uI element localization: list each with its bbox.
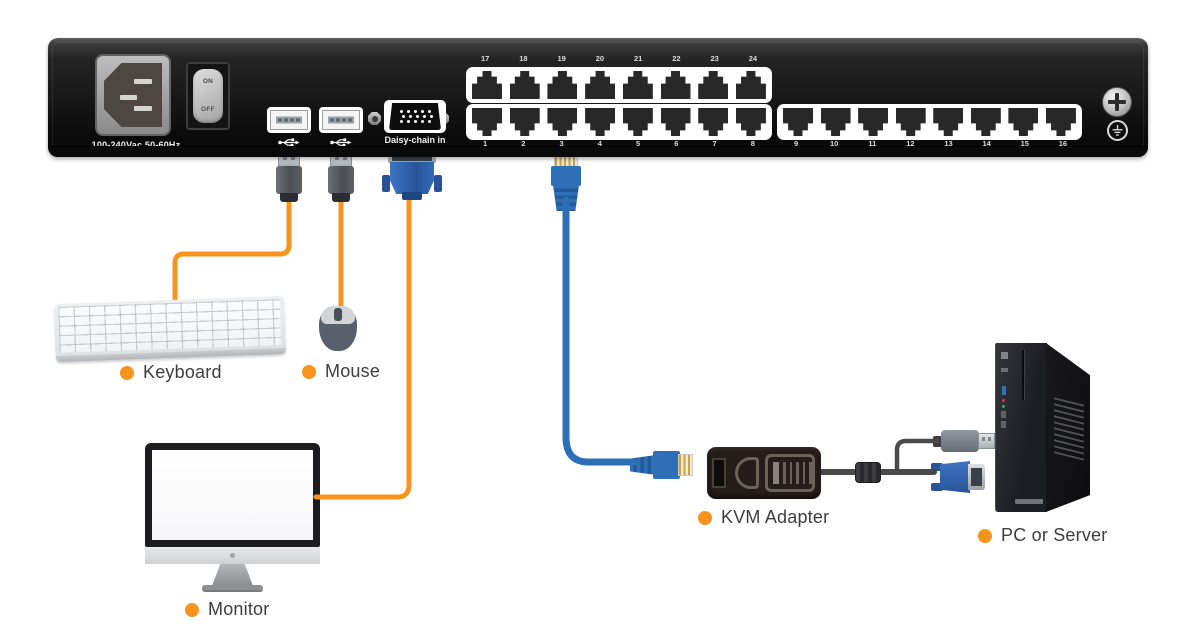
port-number: 9 [793, 139, 799, 148]
ferrite-bead [855, 462, 881, 483]
port-numbers-9-16: 9 10 11 12 13 14 15 16 [777, 139, 1082, 148]
port-number: 17 [480, 54, 490, 63]
port-number: 4 [597, 139, 602, 148]
kvm-switch-rear-panel: 100-240Vac 50-60Hz ON OFF [48, 38, 1148, 157]
rj45-port [858, 108, 889, 136]
port-number: 14 [982, 139, 991, 148]
port-number: 24 [748, 54, 758, 63]
pc-side-panel [1046, 343, 1090, 512]
port-number: 10 [830, 139, 839, 148]
usb-icon [267, 136, 311, 149]
rj45-port [547, 71, 578, 99]
rj45-port [698, 108, 729, 136]
monitor-cable [313, 190, 412, 500]
port-number: 16 [1058, 139, 1068, 148]
power-rocker: ON OFF [193, 69, 223, 123]
port-number: 12 [906, 139, 915, 148]
monitor-label: Monitor [185, 599, 269, 620]
port-number: 8 [750, 139, 755, 148]
rj45-port [472, 108, 502, 136]
port-number: 11 [868, 139, 877, 148]
cat5-cable [562, 196, 638, 466]
kvm-adapter-label: KVM Adapter [698, 507, 829, 528]
bullet-dot-icon [302, 364, 316, 379]
rj45-port [735, 71, 766, 99]
keyboard-label: Keyboard [120, 362, 222, 383]
rj45-port [895, 108, 926, 136]
port-number: 21 [633, 54, 643, 63]
port-number: 18 [519, 54, 528, 63]
rj45-port [585, 71, 616, 99]
phillips-screw-icon [1102, 87, 1132, 117]
power-inlet [95, 54, 171, 136]
daisy-chain-label: Daisy-chain in [384, 135, 446, 145]
switch-off-label: OFF [201, 106, 215, 113]
optical-drive-slot [1022, 350, 1025, 400]
port-numbers-1-8: 1 2 3 4 5 6 7 8 [466, 139, 772, 148]
port-number: 6 [674, 139, 679, 148]
rj45-port [622, 108, 653, 136]
rj45-port [660, 108, 691, 136]
bullet-dot-icon [185, 602, 199, 617]
port-number: 13 [944, 139, 953, 148]
port-number: 5 [636, 139, 641, 148]
rj45-port [585, 108, 616, 136]
bullet-dot-icon [120, 365, 134, 380]
vga-connector-face [389, 103, 441, 130]
keyboard-cable [172, 193, 292, 309]
adapter-usb-cable [894, 438, 941, 475]
switch-on-label: ON [202, 78, 214, 85]
usb-port-2 [319, 107, 363, 133]
power-inlet-socket [104, 63, 162, 127]
port-number: 22 [672, 54, 681, 63]
bullet-dot-icon [698, 510, 712, 525]
rj45-port [547, 108, 578, 136]
rj45-bank-bottom-left [466, 104, 772, 140]
port-numbers-17-24: 17 18 19 20 21 22 23 24 [466, 54, 772, 63]
port-number: 7 [712, 139, 717, 148]
rj45-port [509, 108, 540, 136]
port-number: 19 [557, 54, 566, 63]
keyboard [54, 296, 286, 362]
kvm-adapter-dongle [707, 447, 821, 499]
rj45-port [660, 71, 691, 99]
mouse [319, 306, 357, 351]
monitor-logo-dot [230, 553, 235, 558]
rj45-port [783, 108, 813, 136]
mouse-scroll-wheel [334, 308, 342, 321]
rj45-port [472, 71, 502, 99]
rj45-bank-top [466, 67, 772, 103]
bullet-dot-icon [978, 528, 992, 543]
port-number: 3 [559, 139, 564, 148]
rj45-port [1008, 108, 1039, 136]
rj45-port [622, 71, 653, 99]
rj45-port [933, 108, 964, 136]
rj45-bank-bottom-right [777, 104, 1082, 140]
port-number: 15 [1020, 139, 1029, 148]
power-rating-label: 100-240Vac 50-60Hz [91, 140, 181, 150]
pc-usb3-port [1002, 386, 1006, 395]
rj45-port [735, 108, 766, 136]
pc-front-panel [995, 343, 1047, 512]
port-number: 23 [710, 54, 719, 63]
daisy-chain-port [384, 100, 446, 133]
rj45-port [1045, 108, 1076, 136]
rj45-port [820, 108, 851, 136]
monitor-screen [152, 450, 313, 540]
rj45-port [698, 71, 729, 99]
usb-port-1 [267, 107, 311, 133]
pc-or-server-label: PC or Server [978, 525, 1107, 546]
port-number: 20 [595, 54, 605, 63]
rj45-port [509, 71, 540, 99]
ground-symbol-icon [1107, 120, 1128, 141]
port-number: 1 [483, 139, 488, 148]
rj45-port [970, 108, 1001, 136]
hex-nut [368, 112, 381, 125]
port-number: 2 [521, 139, 526, 148]
keyboard-keys [58, 299, 282, 353]
mouse-label: Mouse [302, 361, 380, 382]
pc-logo [1015, 499, 1043, 504]
power-switch: ON OFF [186, 62, 230, 130]
adapter-rj45-socket [712, 458, 726, 488]
